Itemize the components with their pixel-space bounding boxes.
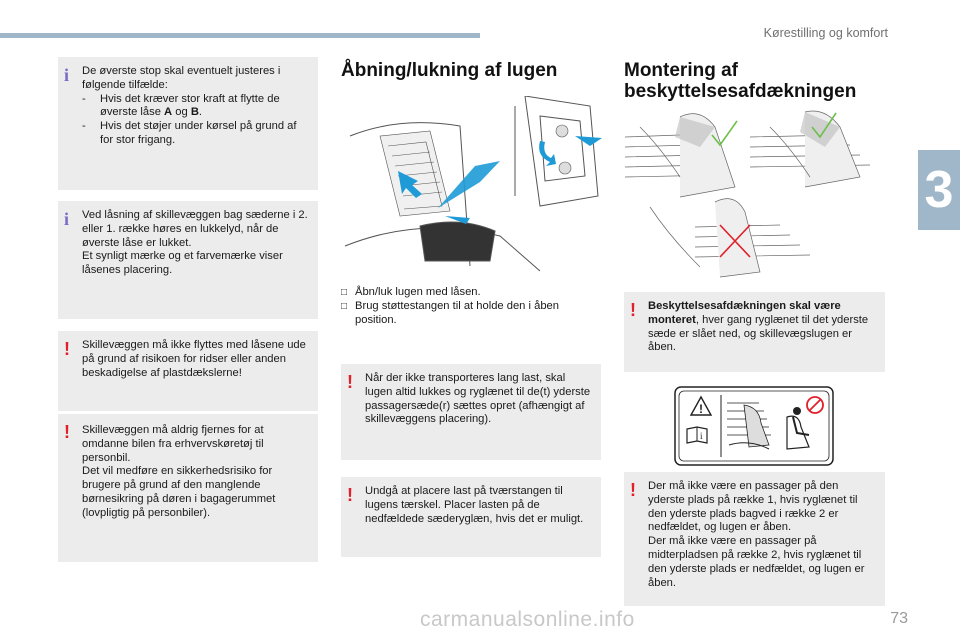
- warning-text: Når der ikke transporteres lang last, sk…: [365, 372, 591, 426]
- checkbox-icon: □: [341, 300, 348, 312]
- list-item: -Hvis det støjer under kørsel på grund a…: [82, 120, 297, 146]
- warning-text: Beskyttelsesafdækningen skal være monter…: [648, 300, 869, 354]
- warning-text: Der må ikke være en passager på midterpl…: [648, 535, 865, 589]
- warning-icon: !: [630, 300, 636, 320]
- warning-icon: !: [64, 422, 70, 442]
- svg-text:!: !: [699, 402, 703, 416]
- warning-icon: !: [64, 339, 70, 359]
- list-item: □Brug støttestangen til at holde den i å…: [341, 299, 559, 326]
- warning-box-cover-required: ! Beskyttelsesafdækningen skal være mont…: [624, 292, 885, 372]
- info-text: Ved låsning af skillevæggen bag sæderne …: [82, 209, 308, 249]
- warning-icon: !: [347, 485, 353, 505]
- info-intro: De øverste stop skal eventuelt justeres …: [82, 65, 281, 91]
- warning-box-hatch-closed: ! Når der ikke transporteres lang last, …: [341, 364, 601, 460]
- warning-box-scratch: ! Skillevæggen må ikke flyttes med låsen…: [58, 331, 318, 411]
- info-icon: i: [64, 209, 70, 229]
- section-title: Kørestilling og komfort: [763, 26, 888, 40]
- cover-illustration: [620, 107, 888, 287]
- header-bar: [0, 33, 480, 38]
- checkbox-icon: □: [341, 287, 348, 298]
- warning-text: Skillevæggen må aldrig fjernes for at om…: [82, 424, 264, 464]
- warning-icon: !: [630, 480, 636, 500]
- info-icon: i: [64, 65, 70, 85]
- hatch-instructions: □Åbn/luk lugen med låsen. □Brug støttest…: [341, 286, 601, 327]
- pictogram-label: ! i: [669, 383, 839, 469]
- info-box-stops: i De øverste stop skal eventuelt justere…: [58, 57, 318, 190]
- watermark: carmanualsonline.info: [420, 608, 635, 631]
- chapter-tab: 3: [918, 150, 960, 230]
- warning-box-threshold: ! Undgå at placere last på tværstangen t…: [341, 477, 601, 557]
- hatch-illustration: [340, 95, 602, 274]
- list-item: □Åbn/luk lugen med låsen.: [341, 286, 481, 298]
- info-text: Et synligt mærke og et farvemærke viser …: [82, 250, 283, 277]
- warning-text: Undgå at placere last på tværstangen til…: [365, 485, 584, 525]
- page-number: 73: [890, 610, 908, 627]
- warning-box-remove: ! Skillevæggen må aldrig fjernes for at …: [58, 414, 318, 562]
- heading-hatch: Åbning/lukning af lugen: [341, 60, 558, 81]
- warning-text: Det vil medføre en sikkerhedsrisiko for …: [82, 465, 276, 519]
- info-box-locking: i Ved låsning af skillevæggen bag sædern…: [58, 201, 318, 319]
- list-item: - Hvis det kræver stor kraft at flytte d…: [82, 92, 280, 119]
- warning-icon: !: [347, 372, 353, 392]
- warning-text: Skillevæggen må ikke flyttes med låsene …: [82, 339, 306, 379]
- warning-text: Der må ikke være en passager på den yder…: [648, 480, 858, 534]
- svg-text:i: i: [700, 431, 703, 441]
- warning-box-passenger: ! Der må ikke være en passager på den yd…: [624, 472, 885, 606]
